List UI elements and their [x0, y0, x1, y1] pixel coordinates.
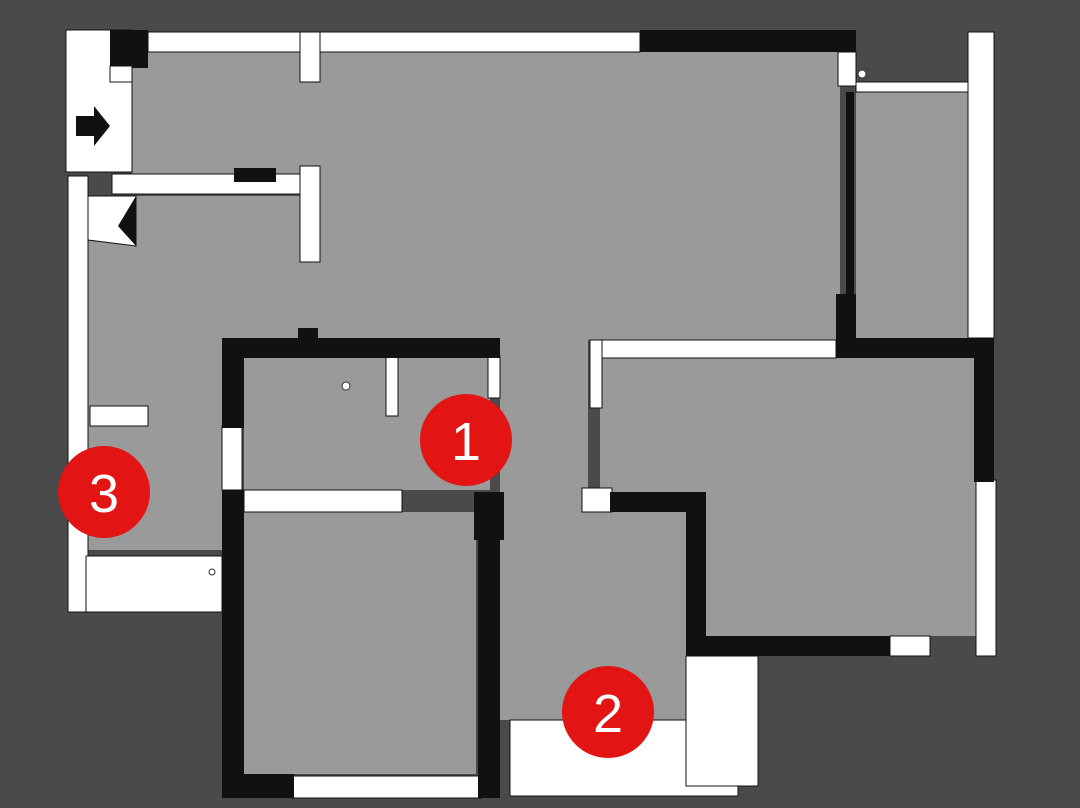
small-room-shelf	[89, 405, 149, 427]
east-balcony-floor	[856, 92, 968, 338]
wall-bedroom-left-long	[222, 490, 244, 798]
right-edge-wall	[846, 92, 854, 294]
partition-right-stub	[589, 339, 603, 409]
wall-bath-top	[222, 338, 500, 358]
marker-1: 1	[420, 394, 512, 486]
east-balcony-top	[855, 81, 969, 93]
marker-3-circle	[58, 446, 150, 538]
door-top-right-jamb	[837, 51, 857, 87]
marker-1-circle	[420, 394, 512, 486]
bottom-left-window	[85, 555, 223, 613]
marker-2-label: 2	[593, 684, 623, 744]
door-entrance-jamb	[109, 65, 133, 83]
right-window	[967, 31, 995, 339]
left-window	[67, 175, 89, 613]
small-room-top-wall	[111, 173, 319, 195]
door-details	[109, 51, 857, 87]
bath-divider	[385, 355, 399, 417]
wall-right-band	[836, 338, 994, 358]
bottom-window	[291, 775, 483, 799]
bath-divider-2	[487, 355, 501, 399]
marker-1-label: 1	[451, 412, 481, 472]
bath-window	[221, 425, 243, 491]
marker-2: 2	[562, 666, 654, 758]
light-fixture-bottom	[208, 568, 216, 576]
bottom-right-window	[889, 635, 931, 657]
small-room-right-wall	[299, 165, 321, 263]
wall-bedroom-left	[686, 492, 706, 656]
wall-top-right	[640, 30, 856, 52]
wall-center-column	[474, 492, 504, 540]
wall-bottom	[222, 774, 294, 798]
right-lower-window	[975, 479, 997, 657]
light-fixture-bath	[341, 381, 351, 391]
top-pillar	[299, 31, 321, 83]
bedroom-floor	[244, 512, 476, 774]
wall-bedroom-top-step	[610, 492, 706, 512]
door-stub	[581, 487, 613, 513]
balcony-frame	[685, 655, 759, 787]
top-window	[147, 31, 641, 53]
wall-bedroom-bottom	[686, 636, 890, 656]
wall-bath-left	[222, 338, 244, 428]
marker-2-circle	[562, 666, 654, 758]
partition-right	[589, 339, 837, 359]
arrow-right-icon	[76, 106, 110, 146]
door-fixture	[234, 168, 276, 182]
walls	[110, 30, 994, 798]
wall-pillar-cap	[298, 328, 318, 340]
marker-3: 3	[58, 446, 150, 538]
wall-center-long	[478, 540, 500, 798]
bedroom-top-wall	[243, 489, 403, 513]
wall-right-column	[974, 358, 994, 482]
wall-top-left	[110, 30, 148, 68]
marker-3-label: 3	[89, 464, 119, 524]
closet-corner-shade	[118, 196, 136, 246]
light-fixture-balcony	[857, 69, 867, 79]
